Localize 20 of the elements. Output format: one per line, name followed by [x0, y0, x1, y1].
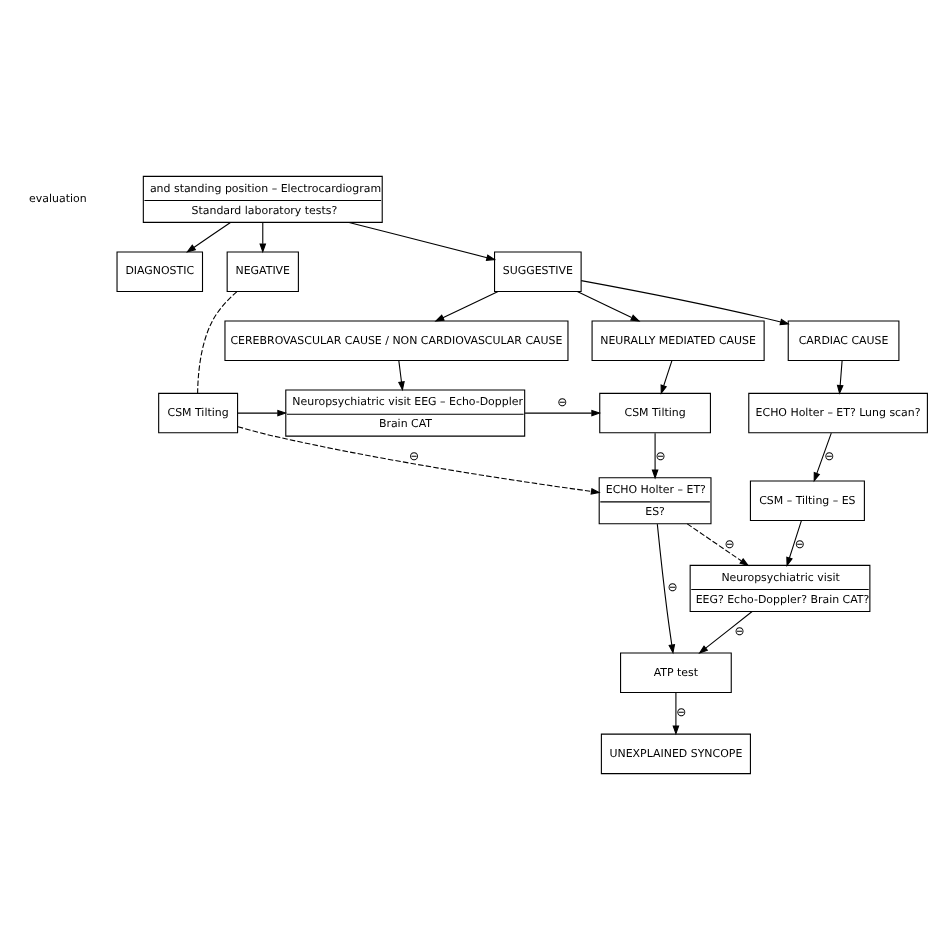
arrow: [786, 519, 802, 566]
arrow: [656, 522, 676, 654]
arrow: [686, 522, 750, 566]
arrow: [259, 221, 267, 253]
arrow: [186, 220, 231, 252]
arrow: [524, 408, 602, 416]
arrow: [237, 425, 601, 494]
arrow: [836, 359, 844, 394]
arrow: [672, 691, 680, 735]
arrow: [348, 220, 497, 260]
arrow: [660, 359, 673, 394]
arrow: [237, 408, 288, 416]
connector: [197, 290, 238, 393]
arrow: [398, 359, 405, 391]
arrow: [813, 431, 832, 482]
arrow: [698, 610, 753, 653]
arrow: [576, 290, 641, 321]
arrow: [580, 279, 790, 325]
arrow: [434, 290, 499, 321]
arrow: [651, 431, 659, 479]
